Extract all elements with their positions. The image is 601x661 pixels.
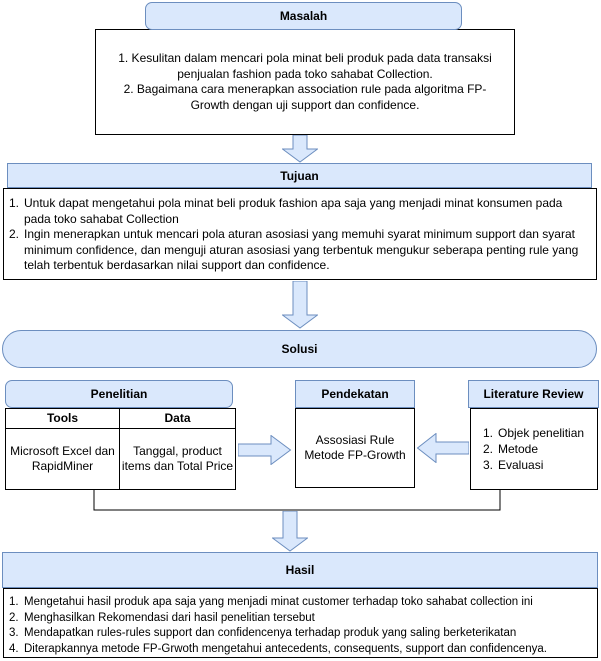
literature-review-title: Literature Review (483, 387, 584, 401)
pendekatan-text: Metode FP-Growth (304, 448, 406, 462)
item-text: Mendapatkan rules-rules support dan conf… (24, 627, 517, 639)
item-text: Menghasilkan Rekomendasi dari hasil pene… (24, 611, 315, 624)
masalah-body: 1. Kesulitan dalam mencari pola minat be… (95, 29, 515, 135)
list-item: 2. Ingin menerapkan untuk mencari pola a… (9, 227, 590, 274)
hasil-title: Hasil (285, 563, 315, 577)
tujuan-header: Tujuan (7, 163, 592, 188)
solusi-pill: Solusi (2, 330, 597, 368)
hasil-body: 1. Mengetahui hasil produk apa saja yang… (3, 588, 598, 658)
item-number: 3. (483, 458, 494, 472)
masalah-item: 2. Bagaimana cara menerapkan association… (123, 82, 487, 112)
item-number: 1. (9, 596, 19, 608)
table-header-tools: Tools (5, 408, 120, 429)
literature-review-header: Literature Review (468, 380, 599, 408)
item-number: 1. (483, 426, 494, 440)
pendekatan-body: Assosiasi Rule Metode FP-Growth (295, 408, 415, 488)
item-number: 2. (483, 442, 494, 456)
item-text: Untuk dapat mengetahui pola minat beli p… (24, 196, 563, 226)
list-item: 4. Diterapkannya metode FP-Grwoth menget… (9, 642, 591, 658)
arrow-down-icon (282, 135, 318, 163)
masalah-item: 1. Kesulitan dalam mencari pola minat be… (118, 51, 492, 81)
pendekatan-text: Assosiasi Rule (315, 432, 395, 447)
table-cell-data: Tanggal, product items dan Total Price (119, 428, 236, 490)
literature-review-body: 1. Objek penelitian 2. Metode 3. Evaluas… (470, 408, 598, 490)
tujuan-body: 1. Untuk dapat mengetahui pola minat bel… (3, 188, 597, 280)
list-item: 1. Untuk dapat mengetahui pola minat bel… (9, 196, 590, 227)
arrow-left-icon (417, 433, 469, 463)
arrow-right-icon (238, 435, 292, 465)
hasil-header: Hasil (2, 552, 598, 588)
penelitian-table: Tools Data Microsoft Excel dan RapidMine… (5, 408, 236, 490)
item-number: 3. (9, 627, 19, 639)
list-item: 1. Objek penelitian (483, 425, 593, 441)
penelitian-header: Penelitian (5, 380, 233, 408)
list-item: 2. Menghasilkan Rekomendasi dari hasil p… (9, 611, 591, 627)
arrow-down-icon (272, 511, 308, 552)
pendekatan-title: Pendekatan (321, 387, 389, 401)
masalah-title: Masalah (279, 9, 328, 23)
solusi-title: Solusi (281, 342, 318, 356)
item-text: Objek penelitian (498, 426, 585, 440)
item-text: Ingin menerapkan untuk mencari pola atur… (24, 227, 579, 272)
item-number: 2. (9, 227, 20, 241)
table-header-data: Data (119, 408, 236, 429)
table-cell-tools: Microsoft Excel dan RapidMiner (5, 428, 120, 490)
list-item: 3. Evaluasi (483, 457, 593, 473)
list-item: 1. Mengetahui hasil produk apa saja yang… (9, 595, 591, 611)
connector-line (93, 489, 501, 511)
item-number: 1. (9, 196, 20, 210)
penelitian-title: Penelitian (90, 387, 148, 401)
item-text: Metode (498, 442, 539, 456)
arrow-down-icon (282, 281, 318, 329)
pendekatan-header: Pendekatan (295, 380, 415, 408)
list-item: 3. Mendapatkan rules-rules support dan c… (9, 626, 591, 642)
tujuan-title: Tujuan (280, 168, 319, 183)
masalah-header: Masalah (145, 2, 462, 30)
item-number: 2. (9, 611, 19, 624)
list-item: 2. Metode (483, 441, 593, 457)
item-text: Mengetahui hasil produk apa saja yang me… (24, 596, 533, 608)
item-text: Diterapkannya metode FP-Grwoth mengetahu… (24, 642, 547, 655)
item-text: Evaluasi (498, 458, 544, 472)
item-number: 4. (9, 642, 19, 655)
